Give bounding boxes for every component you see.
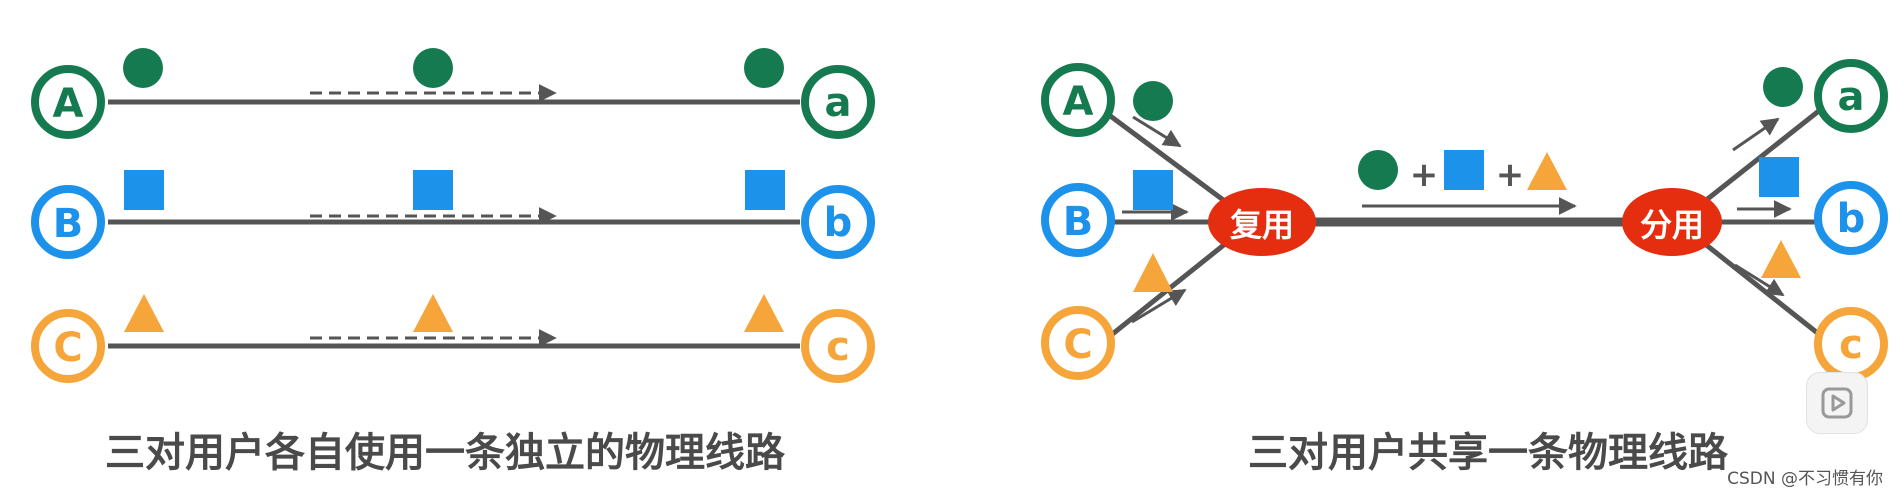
square-shape (413, 170, 453, 210)
square-shape (124, 170, 164, 210)
play-icon (1821, 387, 1853, 419)
demux-node: 分用 (1622, 188, 1722, 256)
svg-text:复用: 复用 (1230, 206, 1294, 244)
triangle-shape (1527, 152, 1567, 190)
triangle-shape (124, 294, 164, 332)
node-A-left: A (31, 65, 105, 139)
svg-text:a: a (825, 80, 852, 126)
mux-line-a (1103, 109, 1232, 208)
svg-text:C: C (53, 325, 82, 371)
caption-right: 三对用户共享一条物理线路 (1248, 430, 1728, 476)
square-shape (1444, 150, 1484, 190)
caption-left: 三对用户各自使用一条独立的物理线路 (105, 430, 785, 476)
svg-text:c: c (1839, 322, 1863, 368)
node-C-right: C (1041, 306, 1115, 380)
triangle-shape (413, 294, 453, 332)
arrow-icon (1732, 117, 1780, 152)
triangle-shape (744, 294, 784, 332)
circle-shape (123, 48, 163, 88)
svg-text:B: B (53, 201, 84, 247)
node-B-left: B (31, 185, 105, 259)
circle-shape (1133, 81, 1173, 121)
square-shape (1759, 157, 1799, 197)
arrow-icon (1734, 263, 1785, 297)
circle-shape (1763, 67, 1803, 107)
demux-line-c (1698, 238, 1822, 337)
node-c-left: c (801, 309, 875, 383)
triangle-shape (1761, 240, 1801, 278)
arrow-icon (1131, 288, 1187, 324)
arrow-icon (1132, 115, 1182, 148)
svg-text:b: b (824, 200, 853, 246)
svg-text:B: B (1063, 199, 1094, 245)
svg-text:A: A (1063, 79, 1094, 125)
svg-text:c: c (826, 324, 850, 370)
node-b-right: b (1814, 181, 1888, 255)
svg-text:b: b (1837, 196, 1866, 242)
node-b-left: b (801, 185, 875, 259)
svg-text:A: A (53, 81, 84, 127)
node-C-left: C (31, 309, 105, 383)
triangle-shape (1133, 253, 1173, 292)
watermark: CSDN @不习惯有你 (1727, 469, 1883, 489)
node-a-left: a (801, 65, 875, 139)
plus-sign: + (1410, 155, 1439, 195)
square-shape (745, 170, 785, 210)
circle-shape (744, 48, 784, 88)
circle-shape (1358, 150, 1398, 190)
circle-shape (413, 48, 453, 88)
svg-text:a: a (1838, 74, 1865, 120)
plus-sign: + (1496, 155, 1525, 195)
square-shape (1133, 170, 1173, 210)
node-A-right: A (1041, 63, 1115, 137)
svg-text:分用: 分用 (1640, 206, 1704, 244)
node-a-right: a (1814, 59, 1888, 133)
node-B-right: B (1041, 183, 1115, 257)
node-c-right: c (1814, 307, 1888, 381)
svg-text:C: C (1063, 322, 1092, 368)
mux-node: 复用 (1208, 188, 1316, 256)
play-button[interactable] (1806, 372, 1868, 434)
